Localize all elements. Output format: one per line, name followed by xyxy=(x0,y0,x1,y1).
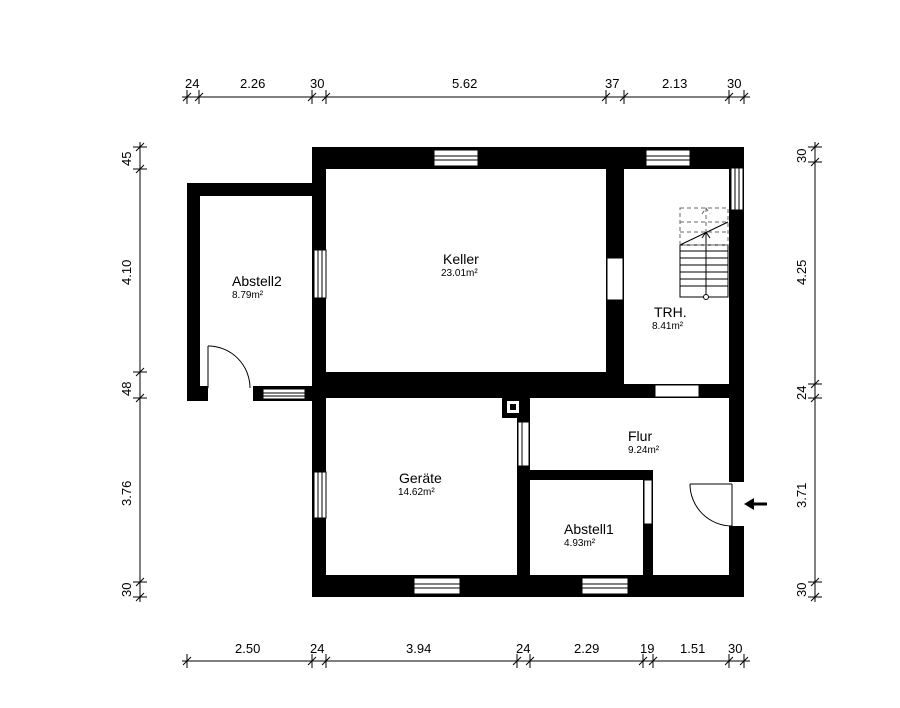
dim-right-3: 24 xyxy=(794,386,809,400)
room-abstell1-area: 4.93m² xyxy=(564,538,596,549)
dimension-lines xyxy=(133,90,822,668)
room-keller-area: 23.01m² xyxy=(441,268,478,279)
window-abstell2-bottom xyxy=(262,388,306,400)
walls xyxy=(187,147,744,597)
window-trh-top xyxy=(645,149,691,167)
dim-left-3: 48 xyxy=(119,382,134,396)
dim-top-ticks xyxy=(182,90,749,104)
room-abstell2-area: 8.79m² xyxy=(232,290,264,301)
window-abstell1-bottom xyxy=(581,577,629,595)
dim-bottom-ticks xyxy=(182,654,749,668)
dim-left-1: 45 xyxy=(119,152,134,166)
opening-trh-flur xyxy=(654,384,700,398)
dim-top-2: 2.26 xyxy=(240,76,265,91)
opening-keller-trh xyxy=(606,257,624,301)
room-labels: Keller 23.01m² Abstell2 8.79m² TRH. 8.41… xyxy=(232,251,687,549)
dim-bottom-5: 2.29 xyxy=(574,641,599,656)
dim-top-5: 37 xyxy=(605,76,619,91)
dim-right-4: 3.71 xyxy=(794,483,809,508)
arrow-left-icon xyxy=(744,498,767,510)
window-trh-right xyxy=(730,167,744,211)
window-geraete-left xyxy=(313,471,327,519)
window-geraete-bottom xyxy=(413,577,461,595)
opening-geraete-flur xyxy=(517,421,530,467)
room-abstell2-name: Abstell2 xyxy=(232,273,282,289)
dim-bottom-2: 24 xyxy=(310,641,324,656)
dim-bottom-3: 3.94 xyxy=(406,641,431,656)
window-keller-top xyxy=(433,149,479,167)
dim-bottom-6: 19 xyxy=(640,641,654,656)
dimension-labels: 24 2.26 30 5.62 37 2.13 30 2.50 24 3.94 … xyxy=(119,76,809,656)
room-trh-name: TRH. xyxy=(654,304,687,320)
dim-right-2: 4.25 xyxy=(794,260,809,285)
dim-bottom-8: 30 xyxy=(728,641,742,656)
dim-left-5: 30 xyxy=(119,583,134,597)
windows xyxy=(262,149,744,595)
opening-abstell1 xyxy=(643,479,653,525)
room-abstell1-name: Abstell1 xyxy=(564,521,614,537)
dim-bottom-7: 1.51 xyxy=(680,641,705,656)
dim-right-ticks xyxy=(808,142,822,602)
room-geraete-name: Geräte xyxy=(399,470,442,486)
dim-top-6: 2.13 xyxy=(662,76,687,91)
chimney-icon xyxy=(502,396,524,418)
dim-top-7: 30 xyxy=(727,76,741,91)
room-keller-name: Keller xyxy=(443,251,479,267)
staircase xyxy=(679,207,729,300)
room-trh-area: 8.41m² xyxy=(652,321,684,332)
dim-top-4: 5.62 xyxy=(452,76,477,91)
dim-left-2: 4.10 xyxy=(119,260,134,285)
room-flur-area: 9.24m² xyxy=(628,445,660,456)
doors xyxy=(207,345,745,527)
dim-top-3: 30 xyxy=(310,76,324,91)
dim-top-1: 24 xyxy=(185,76,199,91)
room-geraete-area: 14.62m² xyxy=(398,487,435,498)
window-keller-left xyxy=(313,249,327,299)
dim-right-5: 30 xyxy=(794,583,809,597)
dim-right-1: 30 xyxy=(794,149,809,163)
dim-bottom-4: 24 xyxy=(516,641,530,656)
room-flur-name: Flur xyxy=(628,428,652,444)
dim-left-4: 3.76 xyxy=(119,481,134,506)
door-abstell2-arc xyxy=(207,345,251,389)
door-entrance-arc xyxy=(689,483,733,527)
dim-left-ticks xyxy=(133,142,147,602)
dim-bottom-1: 2.50 xyxy=(235,641,260,656)
